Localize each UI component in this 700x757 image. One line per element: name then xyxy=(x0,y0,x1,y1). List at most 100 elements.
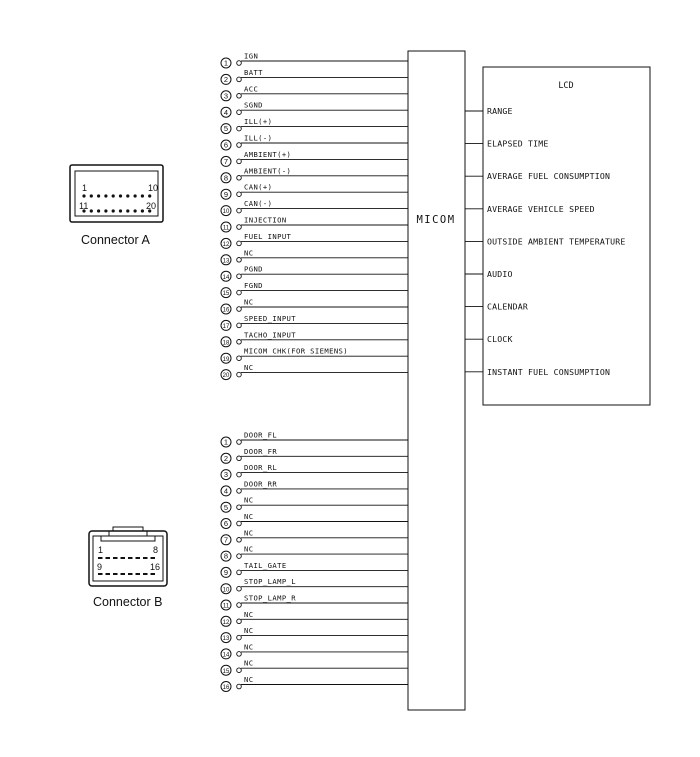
connector-a-pin-dot xyxy=(97,194,101,198)
connector-a-pin-number: 17 xyxy=(223,324,230,330)
connector-a-pin-number: 19 xyxy=(223,357,230,363)
connector-b-pin-name: NC xyxy=(244,675,253,684)
connector-b-pin-name: STOP_LAMP_L xyxy=(244,577,296,586)
connector-a-pin-number: 9 xyxy=(224,190,228,199)
connector-a-pin-dot xyxy=(133,194,137,198)
connector-b-pin-name: NC xyxy=(244,512,253,521)
connector-b-pin-number-circle xyxy=(220,550,232,562)
connector-a-pin-dot xyxy=(133,209,137,213)
connector-a-pin-name: ACC xyxy=(244,84,258,93)
connector-a-pin-terminal xyxy=(236,322,242,329)
connector-b-pin-terminal xyxy=(236,537,242,543)
connector-a-pin-number: 10 xyxy=(223,209,230,215)
connector-b-pin-number-circle xyxy=(220,485,232,497)
connector-a-pin-number-circle xyxy=(220,90,232,102)
connector-a-pin-dot xyxy=(126,209,130,213)
connector-b-pin-terminal xyxy=(236,618,242,625)
connector-a-pin-terminal xyxy=(236,109,242,115)
connector-a-pin-1-label: 1 xyxy=(82,183,87,193)
connector-b-pin-slot xyxy=(135,557,140,559)
connector-b-pin-8-label: 8 xyxy=(153,545,158,555)
lcd-item: AVERAGE VEHICLE SPEED xyxy=(465,204,595,214)
connector-b-pin-number: 14 xyxy=(223,653,230,659)
connector-b-pin-number: 12 xyxy=(223,620,230,626)
connector-a-pin-number-circle xyxy=(220,123,232,135)
connector-a-pin-number: 3 xyxy=(224,91,228,100)
connector-a-pin-terminal xyxy=(236,142,242,148)
connector-a-pin-dot xyxy=(118,209,123,213)
connector-b-pin-number: 6 xyxy=(224,519,228,528)
connector-a-pin-name: FUEL INPUT xyxy=(244,232,292,241)
connector-b-pin-terminal xyxy=(236,585,242,592)
lcd-item: AUDIO xyxy=(465,269,512,279)
connector-a-pin-name: ILL(-) xyxy=(244,134,272,143)
connector-b-pin-number: 10 xyxy=(223,587,230,593)
connector-a-pin-number: 7 xyxy=(224,157,228,166)
connector-a-pin-terminal xyxy=(236,207,242,214)
connector-b-caption: Connector B xyxy=(93,595,163,609)
connector-a-pin-terminal xyxy=(236,224,242,230)
connector-a-pin-terminal xyxy=(236,240,242,247)
connector-a-pin-dot xyxy=(82,209,86,213)
connector-a-pin-dot xyxy=(148,209,152,213)
connector-a-pin-number-circle xyxy=(220,73,232,85)
connector-b-pin-number-circle xyxy=(220,469,232,481)
connector-b-pin-slot xyxy=(98,573,103,575)
connector-b-pin-slot xyxy=(105,573,110,575)
connector-b-pin-number: 5 xyxy=(224,503,228,512)
connector-a-pin-terminal xyxy=(236,306,242,312)
connector-a-pin-number-circle xyxy=(220,57,232,69)
connector-a-pin-name: NC xyxy=(244,298,253,307)
connector-b-face: 1 8 9 16 xyxy=(88,526,168,587)
connector-a-pin-name: AMBIENT(+) xyxy=(244,150,291,159)
connector-b-pin-name: TAIL_GATE xyxy=(244,561,287,570)
connector-b-pin-terminal xyxy=(236,439,242,445)
connector-b-latch xyxy=(100,526,156,542)
connector-b-pin-name: NC xyxy=(244,610,253,619)
connector-b-pin-terminal xyxy=(236,455,242,462)
connector-b-pin-terminal xyxy=(236,504,242,510)
connector-a-pin-terminal xyxy=(236,93,242,99)
connector-b-pin-number: 8 xyxy=(224,552,228,561)
connector-a-pin-number-circle xyxy=(220,106,232,118)
connector-b-pin-number: 4 xyxy=(224,487,228,496)
connector-b-pin-number-circle xyxy=(220,501,232,513)
connector-b-pin-number: 13 xyxy=(223,636,230,642)
connector-a-pin-number-circle xyxy=(220,155,232,167)
connector-b-top-row xyxy=(98,557,155,559)
connector-b-pin-1-label: 1 xyxy=(98,545,103,555)
connector-b-pin-terminal xyxy=(236,651,242,657)
connector-b-pin-number: 3 xyxy=(224,470,228,479)
connector-b-pin-name: NC xyxy=(244,528,253,537)
lcd-item: RANGE xyxy=(465,106,512,116)
connector-a-pin-dot xyxy=(104,209,108,213)
connector-b-pin-terminal xyxy=(236,520,242,527)
connector-b-pin-name: NC xyxy=(244,496,253,505)
connector-b-pin-terminal xyxy=(236,471,242,478)
connector-a-pin-number-circle xyxy=(220,172,232,184)
connector-b-pin-terminal xyxy=(236,667,242,673)
connector-b-pin-number-circle xyxy=(220,615,232,627)
connector-a-pin-terminal xyxy=(236,191,242,197)
connector-a-pin-name: PGND xyxy=(244,265,263,274)
connector-a-pin-dot xyxy=(97,209,101,213)
connector-a-pin-dot xyxy=(118,194,123,198)
connector-a-inner xyxy=(74,170,159,217)
connector-b-pin-number-circle xyxy=(220,566,232,578)
connector-b-pin-name: STOP_LAMP_R xyxy=(244,594,296,603)
connector-a-pin-name: CAN(+) xyxy=(244,183,272,192)
connector-a-pin-name: SGND xyxy=(244,101,263,110)
connector-a-pin-number: 6 xyxy=(224,141,228,150)
